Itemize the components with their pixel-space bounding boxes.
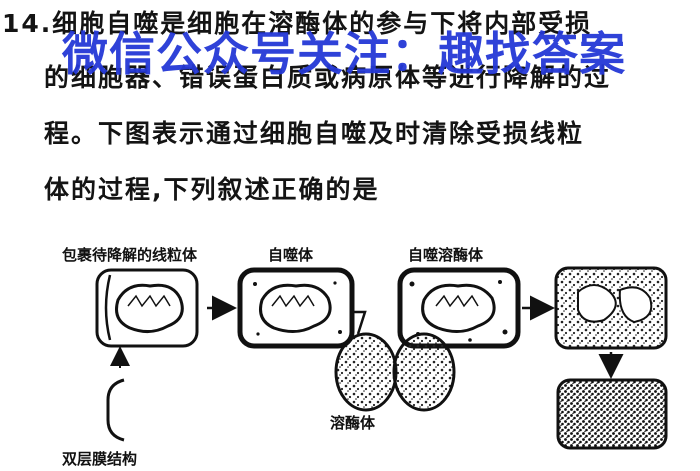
lysosomes <box>334 332 456 412</box>
stage-wrapped-mitochondrion <box>95 268 199 348</box>
question-text-1: 细胞自噬是细胞在溶酶体的参与下将内部受损 <box>52 9 593 38</box>
double-membrane-pointer <box>106 346 130 442</box>
question-line-1: 14.细胞自噬是细胞在溶酶体的参与下将内部受损 <box>2 4 592 40</box>
question-number: 14. <box>2 9 53 38</box>
label-double-membrane: 双层膜结构 <box>62 450 138 468</box>
stage-degrading <box>554 266 668 350</box>
watermark: 微信公众号关注：趣找答案 <box>62 27 626 81</box>
question-line-4: 体的过程,下列叙述正确的是 <box>44 175 380 204</box>
stage-autophagosome <box>237 267 355 349</box>
label-autolysosome: 自噬溶酶体 <box>408 246 484 264</box>
label-lysosome: 溶酶体 <box>330 414 376 432</box>
stage-degraded <box>556 378 668 450</box>
stage-autolysosome <box>397 267 521 349</box>
question-line-2: 的细胞器、错误蛋白质或病原体等进行降解的过 <box>44 63 612 92</box>
question-line-3: 程。下图表示通过细胞自噬及时清除受损线粒 <box>44 119 585 148</box>
label-wrapped-mitochondrion: 包裹待降解的线粒体 <box>62 246 198 264</box>
arrow-2 <box>352 310 367 335</box>
label-autophagosome: 自噬体 <box>268 246 314 264</box>
